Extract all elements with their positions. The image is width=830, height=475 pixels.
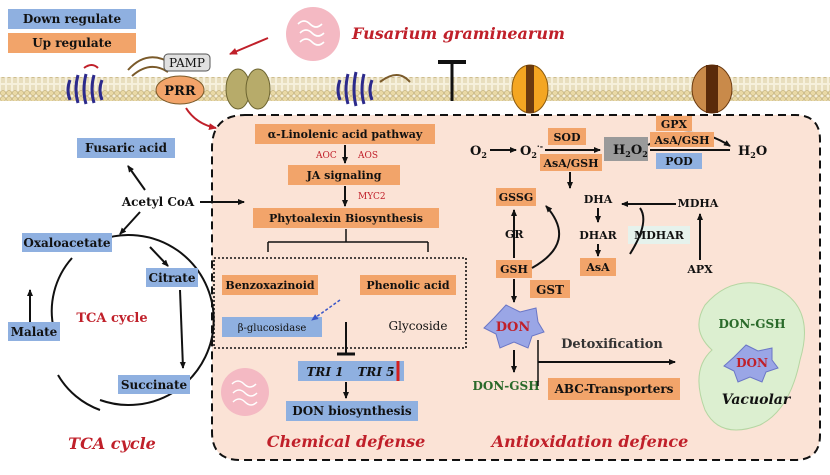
- abc-transporters: ABC-Transporters: [554, 382, 674, 396]
- dhar: DHAR: [579, 229, 617, 242]
- vacuole: DON-GSH DON Vacuolar: [698, 282, 805, 431]
- legend-up-label: Up regulate: [32, 36, 112, 50]
- asa-gsh-a: AsA/GSH: [542, 157, 598, 170]
- sod: SOD: [553, 131, 581, 144]
- asa: AsA: [585, 261, 610, 274]
- legend: Down regulate Up regulate: [8, 9, 136, 53]
- tri5: TRI 5: [357, 365, 394, 379]
- glycoside: Glycoside: [389, 319, 448, 333]
- tca-section: Fusaric acid Acetyl CoA Oxaloacetate Cit…: [8, 138, 245, 453]
- legend-down-label: Down regulate: [23, 12, 122, 26]
- pod: POD: [665, 155, 693, 168]
- mdhar: MDHAR: [634, 229, 685, 242]
- superoxide: O2·-: [520, 141, 543, 160]
- aos-label: AOS: [357, 151, 378, 161]
- tca-outer-label: TCA cycle: [68, 434, 156, 453]
- myc2-label: MYC2: [358, 192, 386, 202]
- channel-protein-icon: [225, 68, 271, 110]
- linolenic-pathway: α-Linolenic acid pathway: [268, 128, 423, 141]
- benzoxazinoid: Benzoxazinoid: [225, 279, 315, 292]
- transporter-protein-icon-2: [691, 64, 733, 114]
- vacuole-don-star: [723, 344, 779, 383]
- chemical-group-box: [213, 257, 467, 349]
- vacuole-don: DON: [736, 356, 768, 370]
- fusarium-icon: [286, 7, 340, 61]
- o2: O2: [470, 144, 487, 160]
- malate: Malate: [11, 325, 58, 339]
- h2o2: H2O2: [613, 143, 648, 159]
- tri1: TRI 1: [306, 365, 343, 379]
- pathogen-name: Fusarium graminearum: [351, 24, 565, 43]
- gsh: GSH: [500, 263, 528, 276]
- vacuole-label: Vacuolar: [722, 392, 792, 408]
- oxaloacetate: Oxaloacetate: [23, 236, 111, 250]
- chemical-defense-label: Chemical defense: [267, 432, 426, 451]
- glucosidase: β-glucosidase: [238, 323, 307, 334]
- vacuole-don-gsh: DON-GSH: [718, 317, 785, 331]
- prr-signal-arrow: [185, 107, 217, 131]
- h2o: H2O: [738, 144, 767, 160]
- dha: DHA: [584, 193, 613, 206]
- fusarium-icon-small: [221, 368, 269, 416]
- acetyl-coa: Acetyl CoA: [121, 195, 195, 209]
- chemical-defense-section: α-Linolenic acid pathway AOC AOS JA sign…: [213, 124, 467, 451]
- fusaric-acid: Fusaric acid: [85, 141, 168, 155]
- gssg: GSSG: [499, 191, 533, 204]
- tca-inner-label: TCA cycle: [76, 311, 147, 326]
- ja-signaling: JA signaling: [306, 169, 382, 182]
- antioxidation-section: O2 O2·- SOD AsA/GSH H2O2 GPX AsA/GSH POD…: [470, 116, 767, 451]
- receptor-protein-icon: [66, 64, 104, 105]
- gpx: GPX: [661, 118, 688, 131]
- detoxification: Detoxification: [561, 337, 663, 352]
- succinate: Succinate: [121, 378, 188, 392]
- don-gsh: DON-GSH: [472, 379, 539, 393]
- gr: GR: [505, 228, 524, 241]
- transporter-protein-icon: [511, 64, 549, 114]
- pamp-label: PAMP: [169, 56, 205, 70]
- don-biosynthesis: DON biosynthesis: [292, 404, 412, 418]
- inhibition-bar: [438, 60, 466, 101]
- receptor-protein-icon-2: [336, 71, 411, 107]
- citrate: Citrate: [149, 271, 196, 285]
- phytoalexin: Phytoalexin Biosynthesis: [269, 212, 423, 225]
- mdha: MDHA: [678, 197, 719, 210]
- antiox-label: Antioxidation defence: [490, 432, 689, 451]
- prr-label: PRR: [164, 84, 196, 99]
- don: DON: [496, 320, 531, 335]
- apx: APX: [686, 263, 713, 276]
- phenolic-acid: Phenolic acid: [366, 279, 449, 292]
- asa-gsh-b: AsA/GSH: [653, 134, 709, 147]
- prr-receptor-icon: [127, 53, 211, 105]
- don-star: [483, 304, 545, 349]
- aoc-label: AOC: [315, 151, 337, 161]
- pathogen-to-pamp-arrow: [229, 37, 269, 55]
- gst: GST: [536, 283, 564, 297]
